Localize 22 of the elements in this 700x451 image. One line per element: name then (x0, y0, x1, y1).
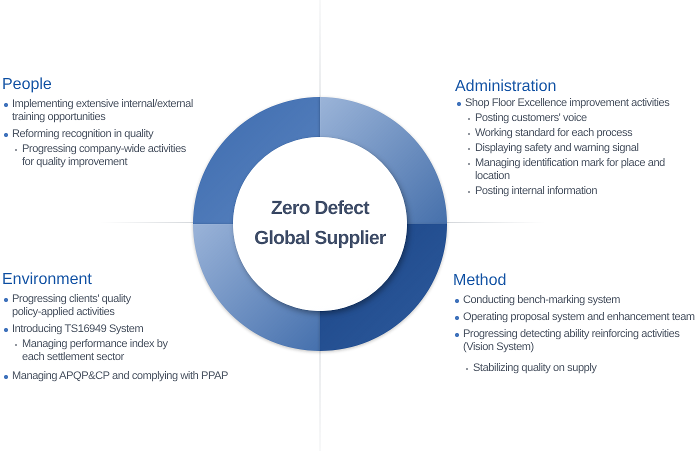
sub-bullet-item: Managing identification mark for place and location (455, 157, 699, 183)
bullet-item: Introducing TS16949 System (2, 323, 144, 336)
sub-bullet-item: Posting customers' voice (455, 112, 587, 125)
sub-bullet-item: Working standard for each process (455, 127, 632, 140)
center-title: Zero Defect Global Supplier (253, 197, 387, 251)
sub-bullet-item: Posting internal information (455, 185, 598, 198)
bullet-item: Progressing clients' quality policy-applied activities (2, 293, 147, 319)
bullet-item: Shop Floor Excellence improvement activities (455, 97, 670, 110)
section-heading: Method (453, 272, 506, 290)
section-heading: People (2, 76, 52, 94)
section-heading: Environment (2, 271, 92, 289)
bullet-item: Progressing detecting ability reinforcing activities (Vision System) (453, 328, 700, 354)
bullet-item: Implementing extensive internal/external training opportunities (2, 98, 202, 124)
sub-bullet-item: Displaying safety and warning signal (455, 142, 639, 155)
section-heading: Administration (455, 78, 556, 96)
sub-bullet-item: Stabilizing quality on supply (453, 362, 597, 375)
bullet-item: Operating proposal system and enhancement team (453, 311, 695, 324)
sub-bullet-item: Managing performance index by each settlement sector (2, 338, 182, 364)
bullet-item: Conducting bench-marking system (453, 294, 620, 307)
sub-bullet-item: Progressing company-wide activities for quality improvement (2, 143, 197, 169)
bullet-item: Reforming recognition in quality (2, 128, 154, 141)
bullet-item: Managing APQP&CP and complying with PPAP (2, 370, 228, 383)
